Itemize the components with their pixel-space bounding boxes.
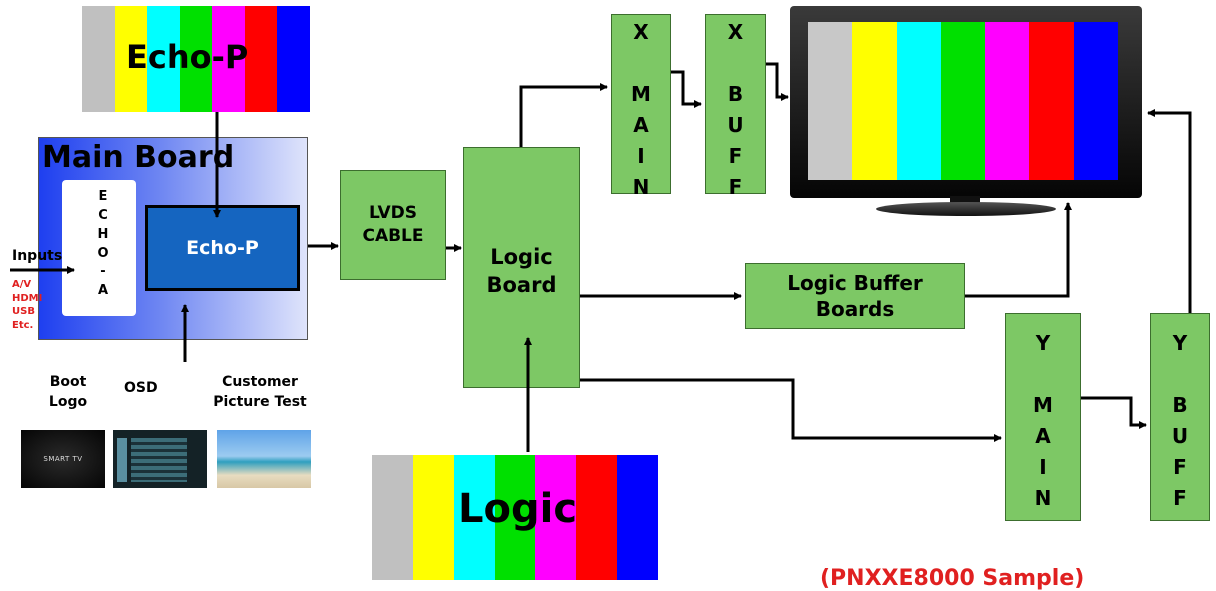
arrow-buffer-to-tv (965, 203, 1068, 296)
arrow-y-main-to-y-buff (1081, 398, 1146, 425)
arrow-logic-to-x-main (521, 87, 607, 147)
arrow-y-buff-to-tv (1148, 113, 1190, 313)
arrow-logic-to-y-main (580, 380, 1001, 438)
arrow-x-buff-to-tv (766, 64, 788, 97)
arrow-x-main-to-x-buff (671, 72, 701, 104)
